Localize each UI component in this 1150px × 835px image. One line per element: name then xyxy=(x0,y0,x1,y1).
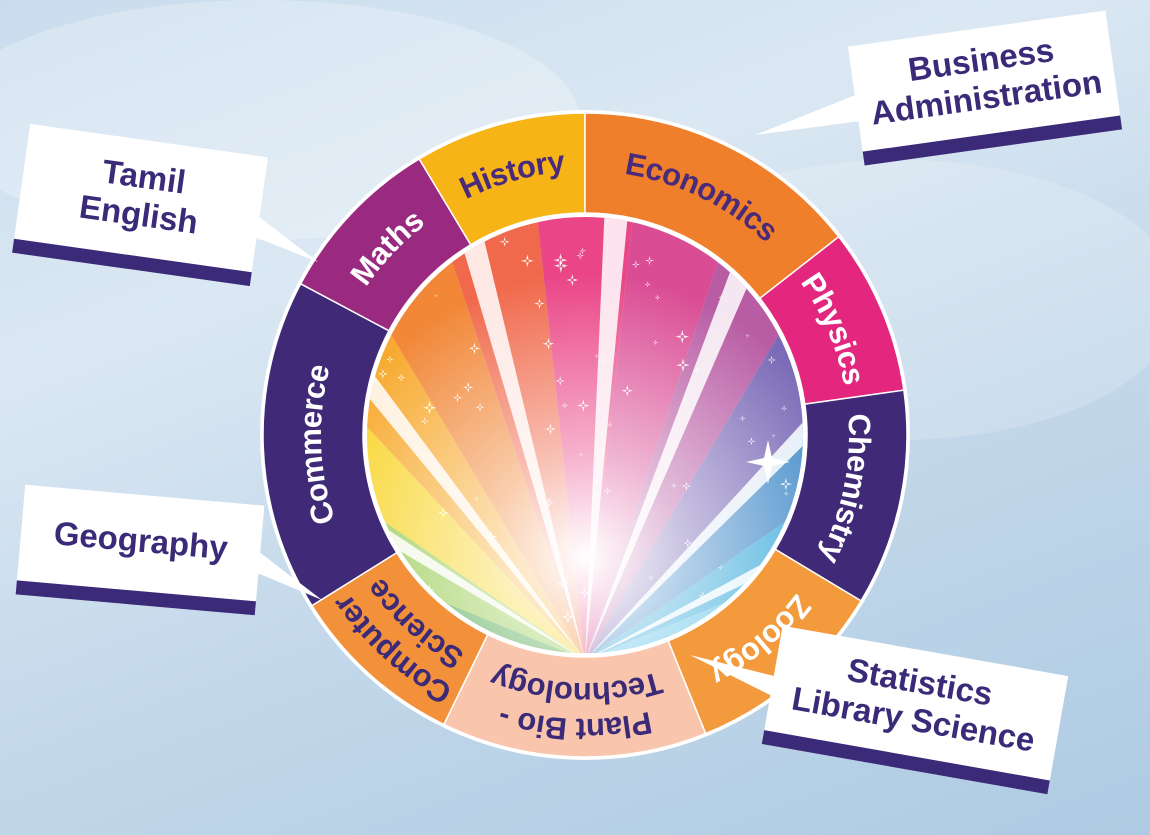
callout-pointer xyxy=(250,545,322,600)
callout-card-bar xyxy=(15,580,256,616)
callout-card-box xyxy=(15,484,265,616)
callout-pointer xyxy=(250,210,318,262)
callout-card-bar xyxy=(12,238,252,287)
callout-card-bar xyxy=(862,115,1123,166)
callout-cards: BusinessAdministrationTamilEnglishGeogra… xyxy=(12,10,1123,795)
callout-pointer xyxy=(755,90,868,135)
light-burst xyxy=(367,217,803,653)
callout-pointer xyxy=(690,655,790,705)
callout-card-geography: Geography xyxy=(15,484,322,616)
callout-card-box xyxy=(12,123,268,287)
callout-card-bar xyxy=(761,730,1050,795)
ring-segments xyxy=(262,112,908,758)
